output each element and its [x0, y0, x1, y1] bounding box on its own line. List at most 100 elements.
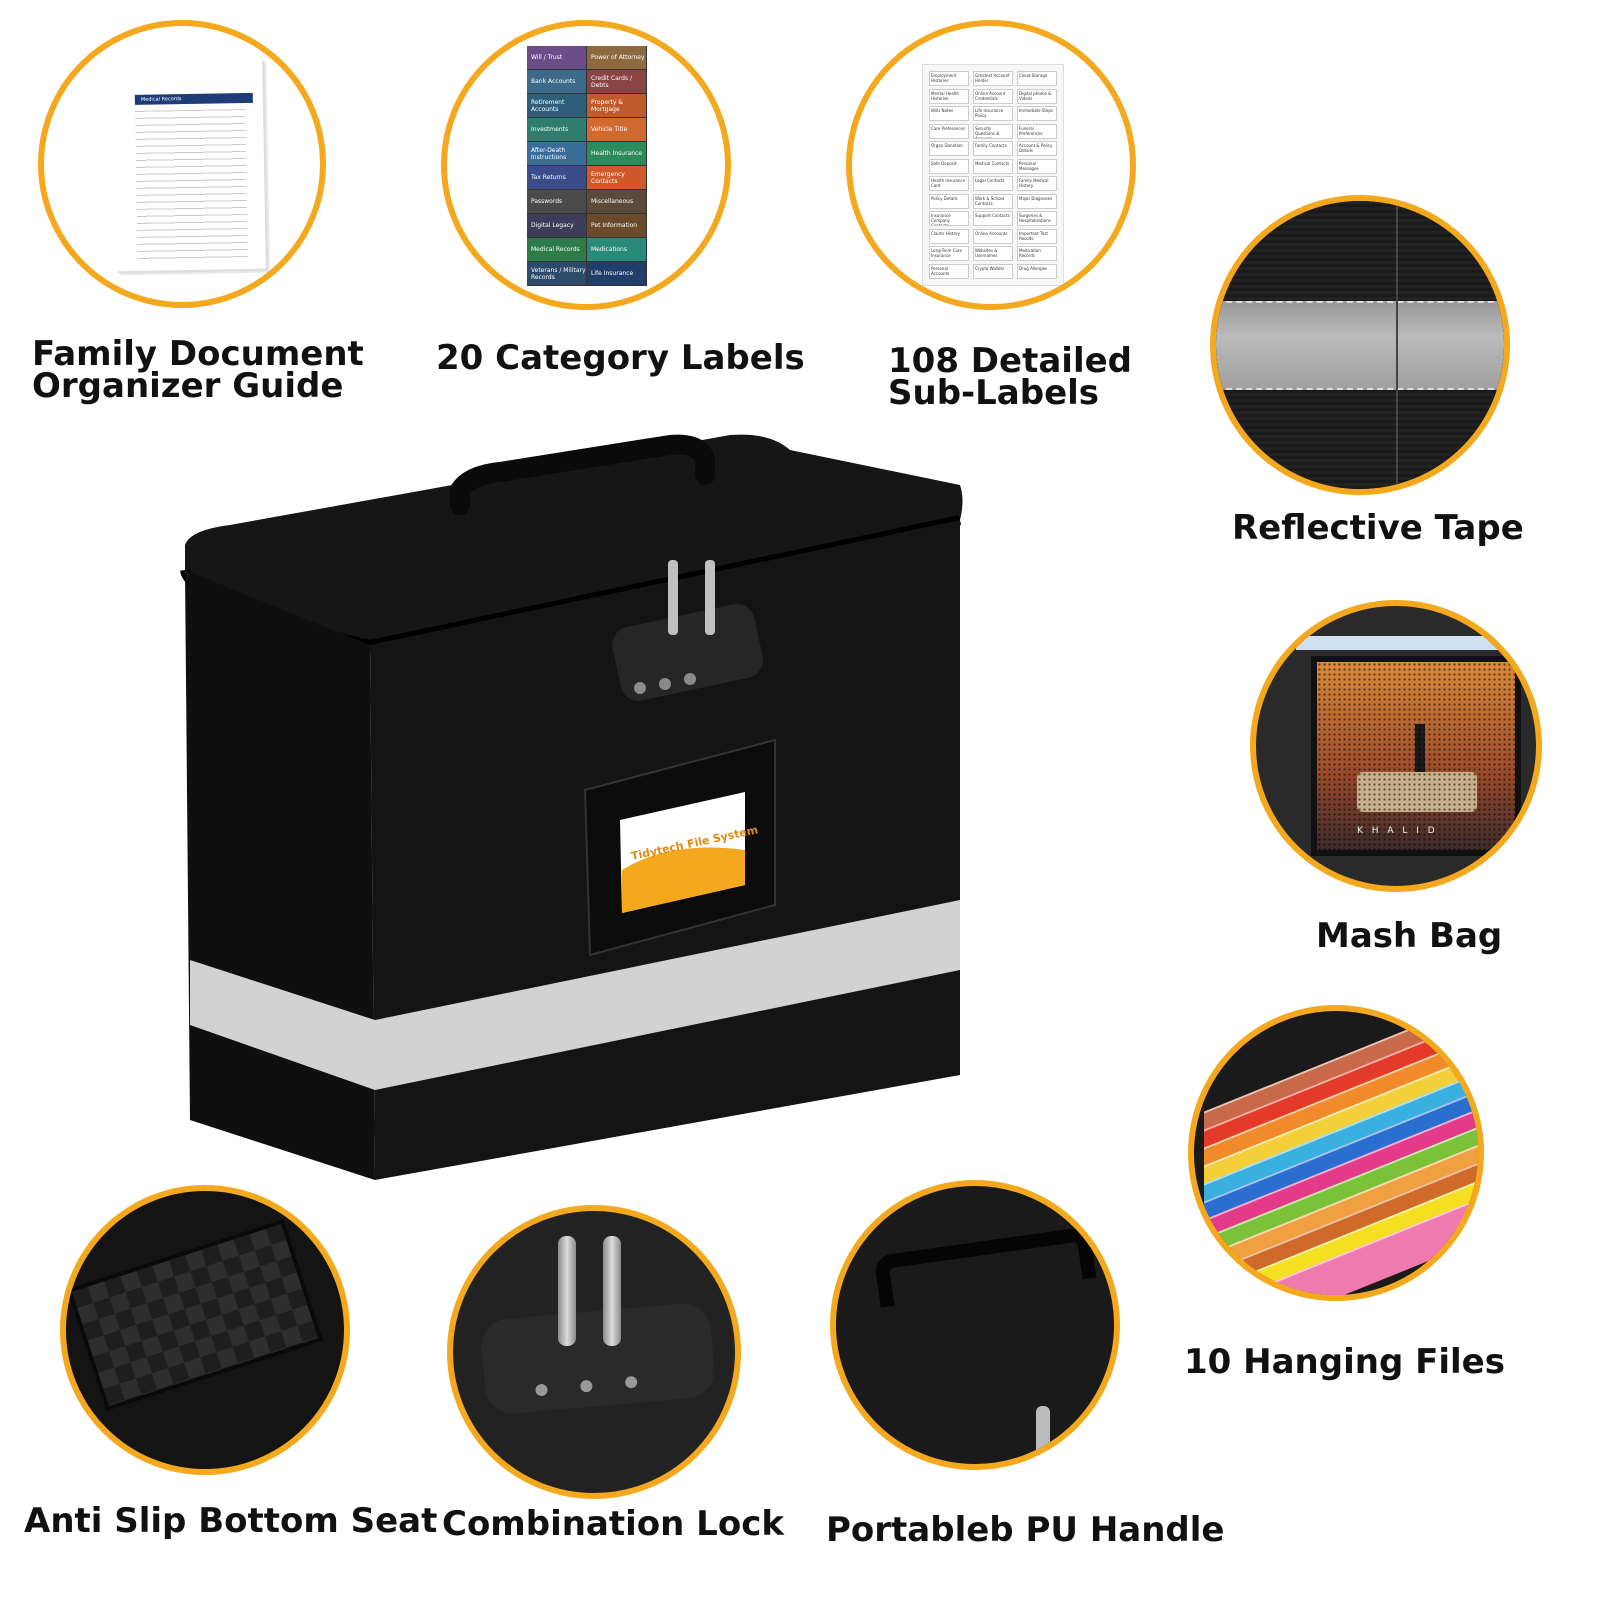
- category-tile: Life Insurance: [587, 262, 646, 285]
- file-box-lock-dial-1: [634, 682, 646, 694]
- combination-lock-dial-2: [579, 1379, 593, 1393]
- sublabels-caption-line1: 108 Detailed: [888, 341, 1132, 381]
- sublabel-item: Policy Details: [929, 193, 969, 209]
- sublabel-item: Personal Messages: [1017, 158, 1057, 174]
- organizer-guide-lines: [135, 109, 248, 261]
- file-box-reflective-stripe: [190, 900, 960, 1090]
- reflective-tape-seam: [1396, 201, 1398, 489]
- category-labels-caption: 20 Category Labels: [436, 338, 805, 378]
- category-tile: Power of Attorney: [587, 46, 646, 69]
- sublabel-item: Long-Term Care Insurance: [929, 246, 969, 261]
- sublabels-sheet: Employment Histories Greatest Account Hol…: [922, 64, 1064, 286]
- sublabel-item: Health Insurance Card: [929, 176, 969, 191]
- combination-lock-body: [479, 1301, 717, 1416]
- category-tile: Veterans / Military Records: [527, 262, 586, 285]
- file-box-product: Tidytech File System: [180, 434, 963, 1180]
- sublabels-caption: 108 Detailed Sub-Labels: [888, 341, 1132, 413]
- organizer-guide-document: Medical Records: [112, 58, 266, 272]
- sublabels-caption-line2: Sub-Labels: [888, 373, 1100, 413]
- organizer-guide-caption: Family Document Organizer Guide: [32, 337, 364, 406]
- sublabel-item: Safe Deposit: [929, 158, 969, 174]
- sublabel-item: Account & Policy Details: [1017, 141, 1057, 156]
- mesh-bag-poster-text: K H A L I D: [1357, 826, 1438, 836]
- reflective-tape-circle: [1210, 195, 1510, 495]
- category-tile: Will / Trust: [527, 46, 586, 69]
- sublabels-circle: Employment Histories Greatest Account Hol…: [846, 20, 1136, 310]
- category-tile: Health Insurance: [587, 142, 646, 165]
- organizer-guide-header-text: Medical Records: [140, 96, 182, 103]
- mesh-bag-caption: Mash Bag: [1316, 916, 1503, 956]
- category-tile: Retirement Accounts: [527, 94, 586, 117]
- sublabel-item: Family Contacts: [973, 141, 1013, 156]
- combination-lock-pull-1: [558, 1236, 576, 1346]
- sublabel-item: Medication Records: [1017, 246, 1057, 261]
- anti-slip-circle: [60, 1185, 350, 1475]
- sublabel-item: Important Test Results: [1017, 228, 1057, 244]
- sublabel-item: Mental Health Histories: [929, 88, 969, 104]
- hanging-files-circle: [1188, 1005, 1484, 1301]
- sublabel-item: Support Contacts: [973, 211, 1013, 226]
- mesh-bag-mesh: [1317, 662, 1515, 850]
- category-tile: Passwords: [527, 190, 586, 213]
- sublabel-item: Insurance Company Contacts: [929, 211, 969, 226]
- sublabel-item: Employment Histories: [929, 71, 969, 86]
- sublabel-item: Greatest Account Holder: [973, 71, 1013, 86]
- pu-handle-circle: [830, 1180, 1120, 1470]
- hanging-files-caption: 10 Hanging Files: [1184, 1342, 1505, 1382]
- pu-handle-caption: Portableb PU Handle: [826, 1510, 1225, 1550]
- sublabel-item: Wills Notes: [929, 106, 969, 121]
- sublabel-item: Claims History: [929, 228, 969, 244]
- combination-lock-circle: [447, 1205, 741, 1499]
- pu-handle-strap: [873, 1226, 1097, 1308]
- category-tile: Miscellaneous: [587, 190, 646, 213]
- combination-lock-caption: Combination Lock: [442, 1504, 784, 1544]
- file-box-lock-dial-3: [684, 673, 696, 685]
- anti-slip-pad: [66, 1218, 324, 1412]
- category-tile: Credit Cards / Debts: [587, 70, 646, 93]
- anti-slip-caption: Anti Slip Bottom Seat: [24, 1501, 438, 1541]
- category-tile: Pet Information: [587, 214, 646, 237]
- combination-lock-dial-3: [624, 1375, 638, 1389]
- sublabel-item: Digital photos & Videos: [1017, 88, 1057, 104]
- category-tile: Digital Legacy: [527, 214, 586, 237]
- sublabel-item: Immediate Steps: [1017, 106, 1057, 121]
- category-tile: Property & Mortgage: [587, 94, 646, 117]
- pu-handle-zipper-pull: [1036, 1406, 1050, 1464]
- sublabel-item: Personal Accounts: [929, 263, 969, 279]
- category-tile: After-Death Instructions: [527, 142, 586, 165]
- mesh-bag-pocket: K H A L I D: [1311, 656, 1521, 856]
- mesh-bag-circle: K H A L I D: [1250, 600, 1542, 892]
- file-box-lock-dial-2: [659, 678, 671, 690]
- sublabel-item: Work & School Contacts: [973, 193, 1013, 209]
- reflective-tape-caption: Reflective Tape: [1232, 508, 1524, 548]
- sublabel-item: Websites & Usernames: [973, 246, 1013, 261]
- category-tile: Tax Returns: [527, 166, 586, 189]
- sublabel-item: Legal Contacts: [973, 176, 1013, 191]
- organizer-guide-header: Medical Records: [134, 92, 253, 105]
- sublabel-item: Family Medical History: [1017, 176, 1057, 191]
- sublabel-item: Drug Allergies: [1017, 263, 1057, 279]
- category-tile: Medical Records: [527, 238, 586, 261]
- file-box-side: [185, 570, 375, 1180]
- sublabel-item: Care Preferences: [929, 123, 969, 139]
- sublabel-item: Crypto Wallets: [973, 263, 1013, 279]
- file-box-label-graphic: [622, 847, 745, 913]
- category-tile: Bank Accounts: [527, 70, 586, 93]
- file-box-handle: [450, 434, 715, 515]
- sublabel-item: Funeral Preferences: [1017, 123, 1057, 139]
- mesh-bag-top-strip: [1296, 636, 1536, 650]
- file-box-zipper-pull-1: [668, 560, 678, 635]
- hanging-files-stack: [1194, 1011, 1478, 1295]
- sublabel-item: Security Questions & Answers: [973, 123, 1013, 139]
- file-box-zipper-pull-2: [705, 560, 715, 635]
- category-tile: Investments: [527, 118, 586, 141]
- category-tile: Emergency Contacts: [587, 166, 646, 189]
- organizer-guide-caption-line2: Organizer Guide: [32, 366, 344, 406]
- file-box-lid: [185, 434, 963, 645]
- sublabel-item: Online Account Credentials: [973, 88, 1013, 104]
- sublabel-item: Medical Contacts: [973, 158, 1013, 174]
- file-box-lock: [612, 603, 763, 701]
- sublabel-item: Major Diagnoses: [1017, 193, 1057, 209]
